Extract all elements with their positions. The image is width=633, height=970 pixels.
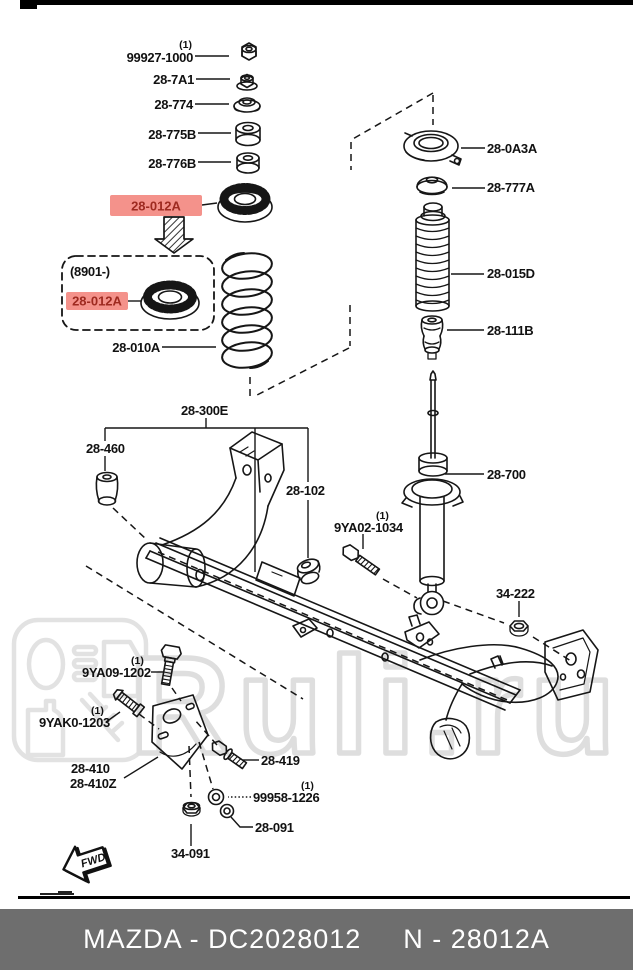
part-washer-28-091: [219, 803, 235, 819]
bottom-border-line: [18, 896, 630, 899]
qty-99958-1226: (1): [301, 780, 314, 792]
qty-9ya02-1034: (1): [376, 510, 389, 522]
highlight-28-012a-box[interactable]: [66, 292, 128, 310]
part-label-28-419: 28-419: [261, 753, 300, 768]
part-flange-nut-28-7a1: [236, 73, 258, 91]
part-label-34-222: 34-222: [496, 586, 535, 601]
part-label-28-776b: 28-776B: [148, 156, 196, 171]
border-artifact-marks-2: [58, 891, 72, 893]
part-shock-absorber-28-700: [401, 370, 464, 616]
watermark-logo-shock: [79, 691, 125, 743]
leader-lines: [104, 55, 520, 846]
part-label-9yak0-1203: 9YAK0-1203: [39, 715, 110, 730]
highlight-28-012a-top[interactable]: [110, 195, 202, 216]
part-stud-9yak0-1203: [112, 688, 146, 718]
part-labels: (1) 99927-1000 28-7A1 28-774 28-775B 28-…: [39, 39, 538, 861]
part-nut-34-222: [509, 620, 529, 637]
part-label-99927-1000: 99927-1000: [127, 50, 193, 65]
part-label-28-102: 28-102: [286, 483, 325, 498]
part-bushing-28-102: [296, 558, 321, 585]
part-label-28-091: 28-091: [255, 820, 294, 835]
part-bolt-9ya02-1034: [342, 544, 381, 576]
part-plate-28-410: [151, 694, 209, 770]
note-box-label: (8901-): [70, 264, 110, 279]
part-label-28-774: 28-774: [154, 97, 194, 112]
watermark-logo-jug: [25, 698, 66, 758]
qty-9yak0-1203: (1): [91, 705, 104, 717]
footer-page-ref: N - 28012A: [403, 924, 550, 954]
part-label-28-460: 28-460: [86, 441, 125, 456]
part-bushing-28-776b: [236, 152, 260, 174]
part-bolt-28-419: [211, 740, 248, 770]
part-bushing-28-775b: [235, 121, 261, 147]
part-label-9ya02-1034: 9YA02-1034: [334, 520, 404, 535]
part-label-28-0a3a: 28-0A3A: [487, 141, 538, 156]
part-label-99958-1226: 99958-1226: [253, 790, 319, 805]
part-axle-beam-28-300e: [136, 431, 599, 760]
part-label-28-410: 28-410: [71, 761, 110, 776]
note-box: [61, 255, 215, 331]
watermark-layer: Ruli.ru: [11, 617, 618, 786]
border-artifact-marks: [40, 893, 74, 895]
part-label-28-111b: 28-111B: [487, 323, 533, 338]
part-washer-99958-1226: [207, 788, 225, 806]
top-border-bar: [20, 0, 633, 5]
part-retainer-28-774: [233, 97, 261, 113]
part-boot-28-015d: [415, 202, 450, 312]
part-cap-28-777a: [416, 176, 448, 196]
part-nut-99927-1000: [241, 42, 257, 61]
part-nut-34-091: [182, 801, 201, 817]
part-label-28-012a-box[interactable]: 28-012A: [72, 294, 122, 309]
part-label-34-091: 34-091: [171, 846, 210, 861]
part-label-28-300e: 28-300E: [181, 403, 229, 418]
qty-99927-1000: (1): [179, 39, 192, 51]
part-label-28-410z: 28-410Z: [70, 776, 117, 791]
part-label-28-015d: 28-015D: [487, 266, 535, 281]
part-label-28-010a: 28-010A: [112, 340, 161, 355]
watermark-logo-box: [11, 617, 149, 763]
part-label-28-7a1: 28-7A1: [153, 72, 194, 87]
part-bushing-28-460: [95, 471, 119, 506]
part-label-28-700: 28-700: [487, 467, 526, 482]
part-spring-seat-28-012a-box: [140, 280, 200, 320]
hatched-arrow-icon: [154, 216, 194, 254]
part-label-28-777a: 28-777A: [487, 180, 536, 195]
dashed-assembly-lines: [85, 92, 572, 798]
part-label-28-012a-top[interactable]: 28-012A: [131, 199, 181, 214]
watermark-logo-door: [101, 639, 141, 699]
watermark-logo-blob: [26, 637, 66, 691]
fwd-arrow: FWD: [62, 845, 112, 884]
part-label-9ya09-1202: 9YA09-1202: [82, 665, 151, 680]
part-spring-seat-28-012a-top: [217, 183, 273, 223]
diagram-line-art: [61, 42, 599, 819]
qty-9ya09-1202: (1): [131, 655, 144, 667]
top-border-chunk: [20, 0, 37, 9]
part-label-28-775b: 28-775B: [148, 127, 196, 142]
part-mount-28-0a3a: [403, 130, 462, 166]
part-bolt-9ya09-1202: [160, 644, 182, 687]
part-bump-stop-28-111b: [420, 315, 444, 360]
footer-brand-code: MAZDA - DC2028012: [83, 924, 362, 954]
footer-bar: MAZDA - DC2028012 N - 28012A: [0, 909, 633, 970]
part-coil-spring-28-010a: [221, 252, 273, 369]
